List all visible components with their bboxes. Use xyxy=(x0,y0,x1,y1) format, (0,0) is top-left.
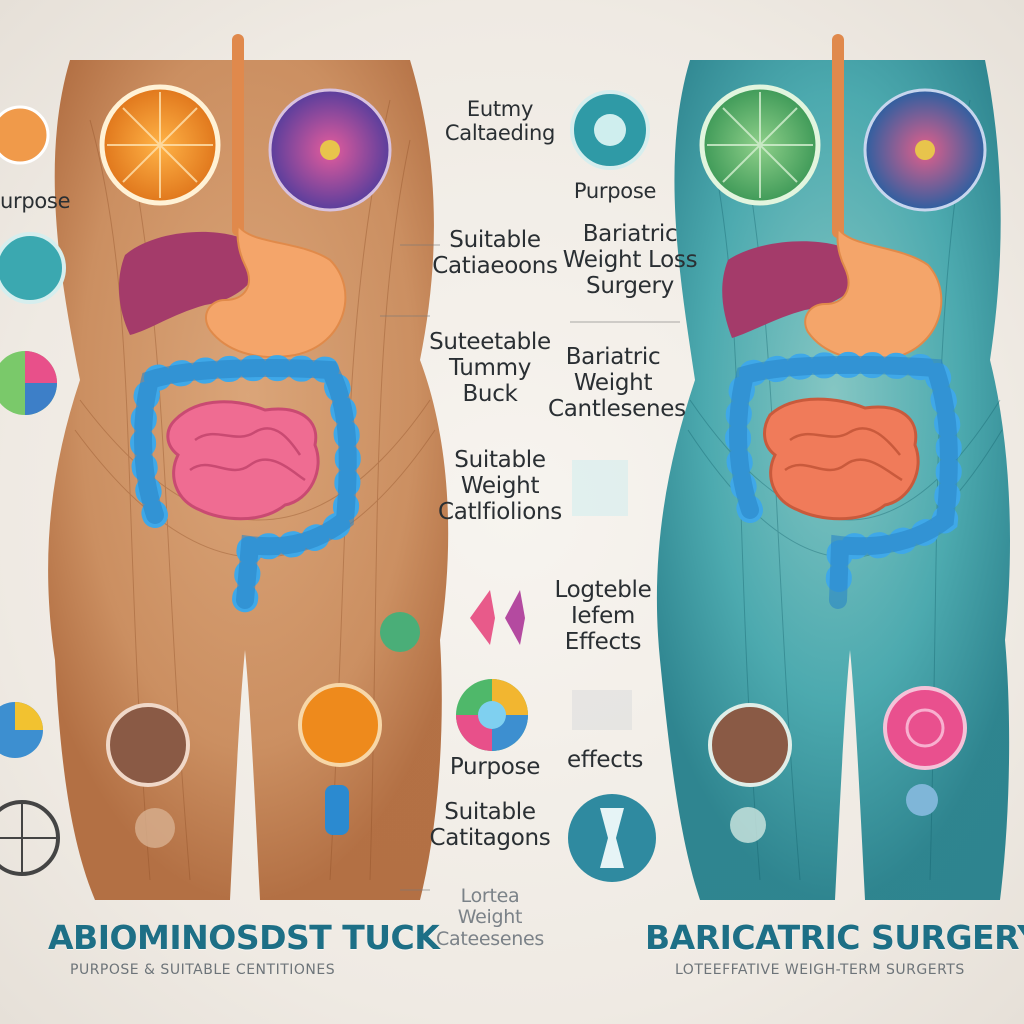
label-bariatric-weight: Bariatric Weight Cantlesenes xyxy=(548,344,686,422)
right-panel-subtitle: LOTEEFFATIVE WEIGH-TERM SURGERTS xyxy=(675,962,965,978)
left-edge-icons xyxy=(0,105,66,876)
left-liver xyxy=(118,231,261,335)
left-edge-teal-icon xyxy=(0,232,66,304)
diamond-icon xyxy=(470,590,495,645)
label-suitable-catitagons: Suitable Catitagons xyxy=(429,799,551,851)
label-purpose-center: Purpose xyxy=(449,754,541,780)
right-liver xyxy=(722,241,863,338)
left-small-intestine xyxy=(166,400,320,521)
label-logteble-effects: Logteble Iefem Effects xyxy=(554,577,652,655)
left-panel-subtitle: PURPOSE & SUITABLE CENTITIONES xyxy=(70,962,336,978)
right-stomach xyxy=(804,225,943,361)
left-knee-wheel-icon xyxy=(106,703,190,787)
label-suitable-weight: Suitable Weight Catlfiolions xyxy=(438,447,562,525)
left-stomach xyxy=(205,222,347,359)
leader-lines xyxy=(380,244,680,891)
small-chart-icon xyxy=(572,460,628,516)
left-green-dot-icon xyxy=(380,612,420,652)
left-figure xyxy=(48,34,449,900)
right-small-intestine xyxy=(763,397,920,521)
right-figure xyxy=(656,34,1010,900)
left-edge-purpose-label: urpose xyxy=(0,189,71,213)
right-pink-target-icon xyxy=(883,686,967,770)
label-suitable-catiaeoons: Suitable Catiaeoons xyxy=(432,227,558,279)
right-panel-title: BARICATRIC SURGERY xyxy=(645,918,1024,957)
label-bariatric-weight-loss: Bariatric Weight Loss Surgery xyxy=(562,221,698,299)
left-panel-title: ABIOMINOSDST TUCK xyxy=(48,918,440,957)
label-lortea-weight: Lortea Weight Cateesenes xyxy=(436,885,544,950)
left-edge-orange-icon xyxy=(0,105,50,165)
left-orange-knob-icon xyxy=(298,683,382,767)
right-knee-wheel-icon xyxy=(708,703,792,787)
label-purpose-right: Purpose xyxy=(573,179,657,203)
label-effects: effects xyxy=(566,747,644,773)
center-icons xyxy=(456,90,656,882)
label-tummy-buck: Suteetable Tummy Buck xyxy=(429,329,551,407)
label-tummy-cattaeding: Eutmy Caltaeding xyxy=(444,97,556,145)
